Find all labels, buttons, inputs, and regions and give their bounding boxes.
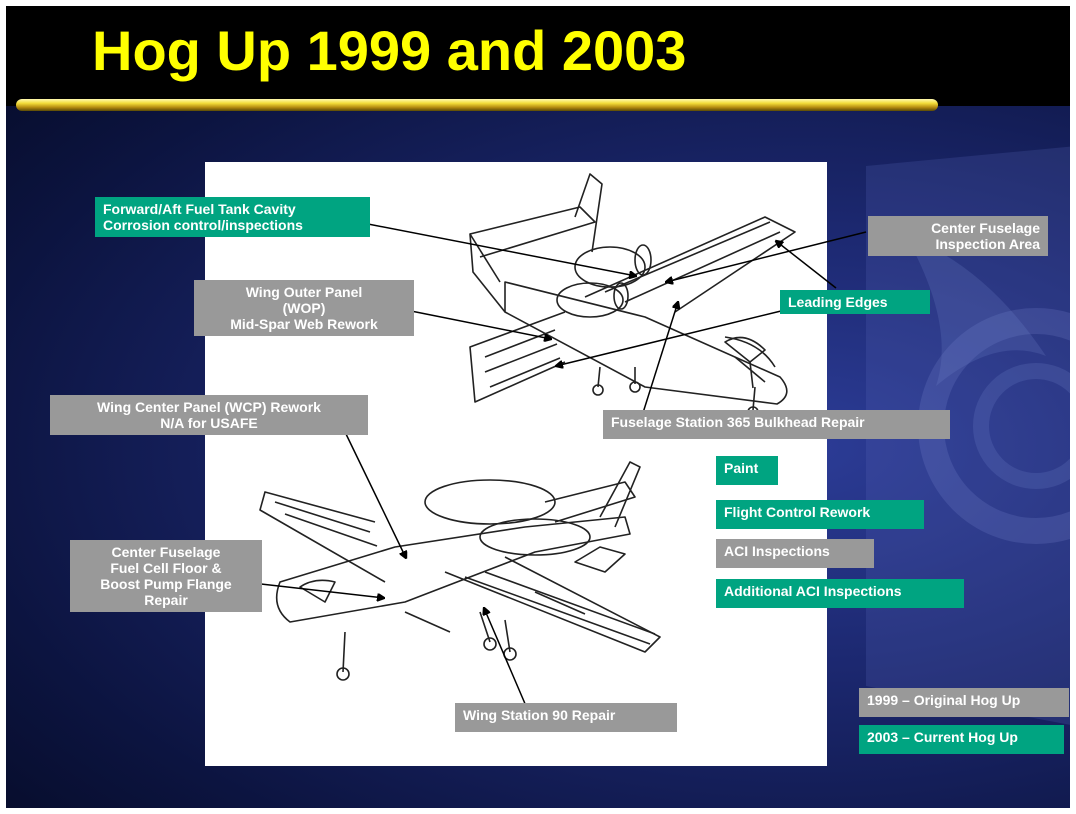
label-center-fuselage-inspection: Center Fuselage Inspection Area: [868, 216, 1048, 256]
title-band: [6, 6, 1070, 106]
label-fuselage-station-365: Fuselage Station 365 Bulkhead Repair: [603, 410, 950, 439]
label-center-fuselage-fuel-cell: Center Fuselage Fuel Cell Floor & Boost …: [70, 540, 262, 612]
label-leading-edges: Leading Edges: [780, 290, 930, 314]
legend-2003-current: 2003 – Current Hog Up: [859, 725, 1064, 754]
label-flight-control-rework: Flight Control Rework: [716, 500, 924, 529]
label-fuel-tank-cavity: Forward/Aft Fuel Tank Cavity Corrosion c…: [95, 197, 370, 237]
label-wing-outer-panel: Wing Outer Panel (WOP) Mid-Spar Web Rewo…: [194, 280, 414, 336]
label-aci-inspections: ACI Inspections: [716, 539, 874, 568]
slide: Hog Up 1999 and 2003: [6, 6, 1070, 808]
label-paint: Paint: [716, 456, 778, 485]
label-wing-center-panel: Wing Center Panel (WCP) Rework N/A for U…: [50, 395, 368, 435]
legend-1999-original: 1999 – Original Hog Up: [859, 688, 1069, 717]
title-underline: [16, 99, 938, 111]
label-wing-station-90: Wing Station 90 Repair: [455, 703, 677, 732]
aircraft-drawing-bottom: [259, 461, 661, 681]
label-additional-aci-inspections: Additional ACI Inspections: [716, 579, 964, 608]
slide-title: Hog Up 1999 and 2003: [92, 19, 687, 82]
aircraft-drawing-top: [469, 173, 796, 418]
